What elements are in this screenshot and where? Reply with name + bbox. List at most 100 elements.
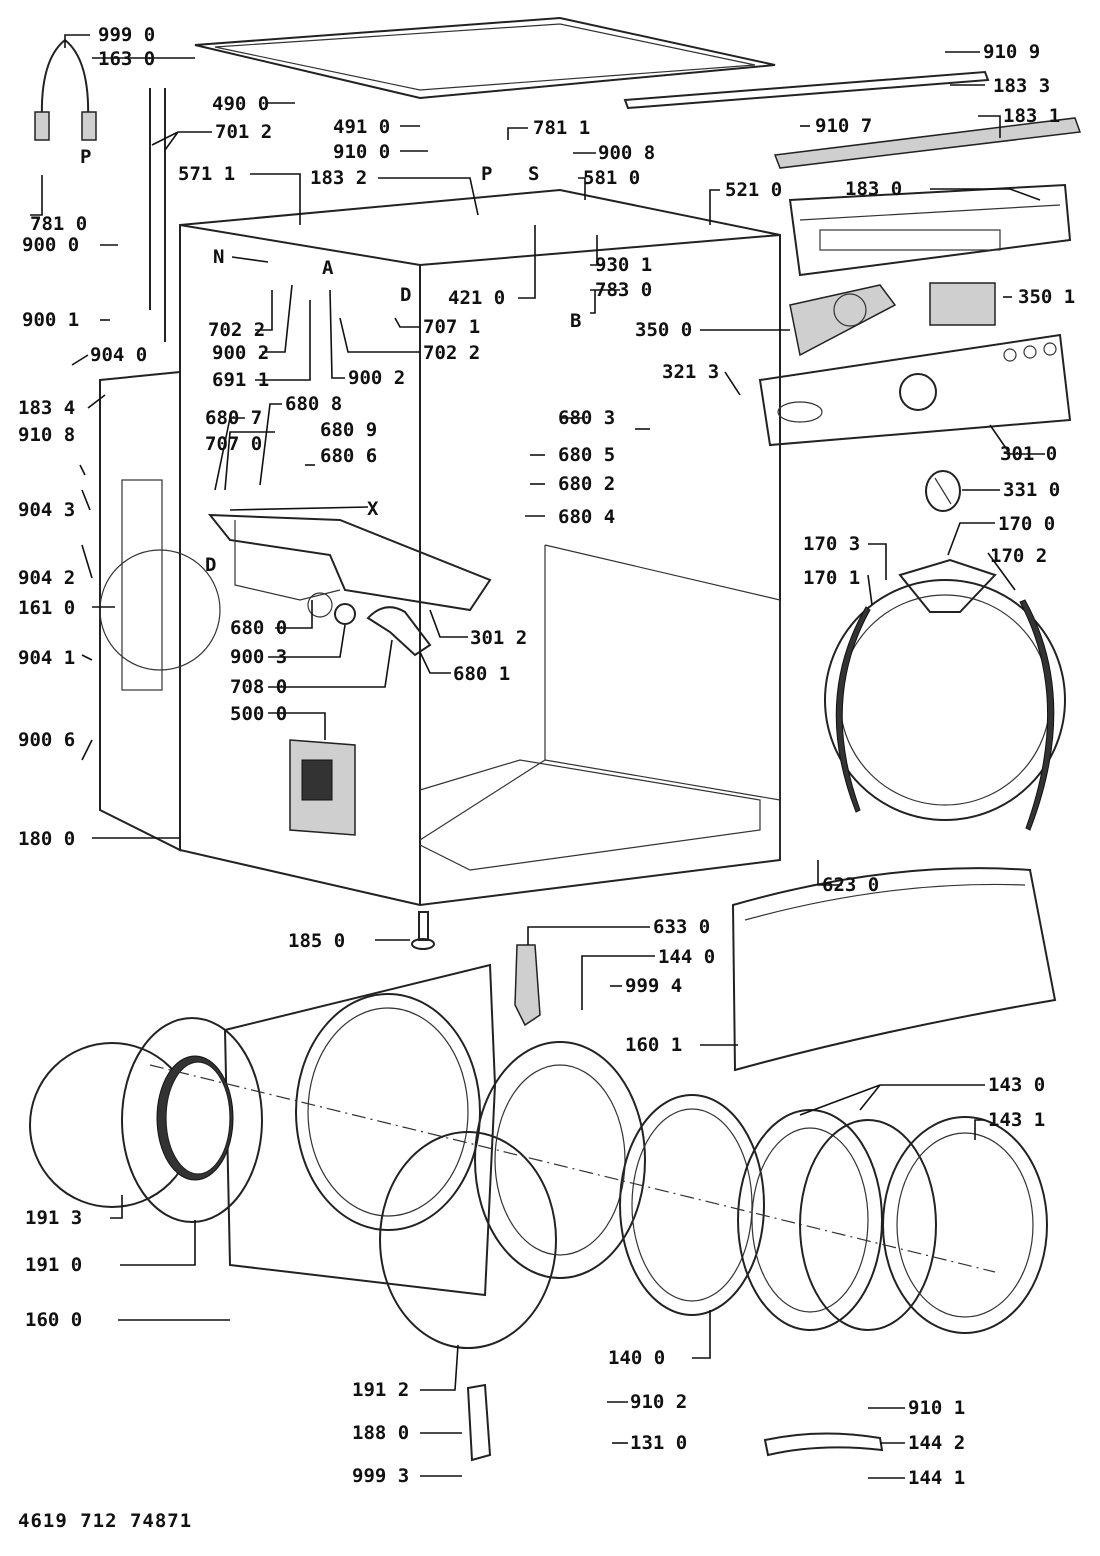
part-label-191-3: 191 3: [25, 1207, 83, 1229]
part-label-900-8: 900 8: [598, 142, 656, 164]
part-label-301-2: 301 2: [470, 627, 528, 649]
part-label-900-0: 900 0: [22, 234, 80, 256]
leader-lines: [30, 34, 1045, 1479]
label-a: A: [322, 257, 334, 279]
part-label-702-2-left: 702 2: [208, 319, 266, 341]
part-label-781-1: 781 1: [533, 117, 591, 139]
part-label-781-0: 781 0: [30, 213, 88, 235]
part-label-900-2-right: 900 2: [348, 367, 406, 389]
part-label-350-1: 350 1: [1018, 286, 1076, 308]
part-label-143-0: 143 0: [988, 1074, 1046, 1096]
door-glass-part: [619, 1094, 765, 1316]
part-label-191-2: 191 2: [352, 1379, 410, 1401]
front-panel-part: [223, 963, 497, 1297]
part-label-491-0: 491 0: [333, 116, 391, 138]
part-label-910-9: 910 9: [983, 41, 1041, 63]
part-label-999-0: 999 0: [98, 24, 156, 46]
part-label-500-0: 500 0: [230, 703, 288, 725]
part-label-633-0: 633 0: [653, 916, 711, 938]
part-label-571-1: 571 1: [178, 163, 236, 185]
control-panel-support-part: [788, 183, 1072, 277]
part-label-185-0: 185 0: [288, 930, 346, 952]
door-ring-part: [737, 1109, 937, 1331]
electronic-board-part: [289, 739, 356, 836]
part-label-910-7: 910 7: [815, 115, 873, 137]
part-label-910-2: 910 2: [630, 1391, 688, 1413]
side-panel-part: [99, 370, 221, 852]
part-label-707-0: 707 0: [205, 433, 263, 455]
part-label-707-1: 707 1: [423, 316, 481, 338]
part-label-910-0: 910 0: [333, 141, 391, 163]
part-label-904-1: 904 1: [18, 647, 76, 669]
part-label-999-4: 999 4: [625, 975, 683, 997]
part-label-680-7: 680 7: [205, 407, 263, 429]
hose-part: [40, 38, 90, 121]
foot-part: [411, 911, 435, 950]
door-lock-part: [514, 944, 541, 1027]
label-x: X: [367, 498, 379, 520]
part-label-900-6: 900 6: [18, 729, 76, 751]
part-label-691-1: 691 1: [212, 369, 270, 391]
control-panel-part: [758, 333, 1072, 447]
part-label-910-8: 910 8: [18, 424, 76, 446]
part-label-680-9: 680 9: [320, 419, 378, 441]
label-s-valve: S: [528, 163, 540, 185]
label-b: B: [570, 310, 582, 332]
part-label-421-0: 421 0: [448, 287, 506, 309]
part-label-680-0: 680 0: [230, 617, 288, 639]
label-n: N: [213, 246, 225, 268]
part-label-170-2: 170 2: [990, 545, 1048, 567]
part-label-900-1: 900 1: [22, 309, 80, 331]
part-label-701-2: 701 2: [215, 121, 273, 143]
part-label-930-1: 930 1: [595, 254, 653, 276]
tub-seal-part: [29, 1017, 263, 1223]
door-outer-part: [882, 1116, 1048, 1334]
part-label-140-0: 140 0: [608, 1347, 666, 1369]
part-label-904-2: 904 2: [18, 567, 76, 589]
part-label-188-0: 188 0: [352, 1422, 410, 1444]
part-label-170-0: 170 0: [998, 513, 1056, 535]
part-label-183-1: 183 1: [1003, 105, 1061, 127]
part-label-783-0: 783 0: [595, 279, 653, 301]
part-label-301-0: 301 0: [1000, 443, 1058, 465]
part-label-321-3: 321 3: [662, 361, 720, 383]
top-lid-part: [194, 16, 776, 100]
part-label-144-0: 144 0: [658, 946, 716, 968]
part-label-900-3: 900 3: [230, 646, 288, 668]
part-label-160-0: 160 0: [25, 1309, 83, 1331]
rear-rail-part: [623, 70, 1082, 169]
part-label-904-0: 904 0: [90, 344, 148, 366]
part-label-490-0: 490 0: [212, 93, 270, 115]
part-label-680-3: 680 3: [558, 407, 616, 429]
door-bellow-part: [824, 558, 1066, 831]
part-label-680-1: 680 1: [453, 663, 511, 685]
label-d-drawer: D: [205, 554, 217, 576]
hinge-part: [763, 1432, 884, 1457]
part-label-163-0: 163 0: [98, 48, 156, 70]
part-label-623-0: 623 0: [822, 874, 880, 896]
part-label-161-0: 161 0: [18, 597, 76, 619]
door-frame-part: [474, 1041, 646, 1279]
label-d-top: D: [400, 284, 412, 306]
main-board-part: [789, 282, 996, 357]
part-label-331-0: 331 0: [1003, 479, 1061, 501]
part-label-708-0: 708 0: [230, 676, 288, 698]
part-label-170-1: 170 1: [803, 567, 861, 589]
label-p-left: P: [80, 146, 92, 168]
part-label-680-2: 680 2: [558, 473, 616, 495]
part-label-680-8: 680 8: [285, 393, 343, 415]
part-label-900-2-left: 900 2: [212, 342, 270, 364]
part-label-999-3: 999 3: [352, 1465, 410, 1487]
part-label-183-3: 183 3: [993, 75, 1051, 97]
part-label-144-1: 144 1: [908, 1467, 966, 1489]
part-label-191-0: 191 0: [25, 1254, 83, 1276]
part-label-170-3: 170 3: [803, 533, 861, 555]
detergent-dispenser-part: [207, 513, 492, 657]
part-label-904-3: 904 3: [18, 499, 76, 521]
part-label-680-4: 680 4: [558, 506, 616, 528]
knob-part: [925, 470, 961, 512]
part-label-910-1: 910 1: [908, 1397, 966, 1419]
part-label-680-6: 680 6: [320, 445, 378, 467]
document-code: 4619 712 74871: [18, 1510, 193, 1532]
